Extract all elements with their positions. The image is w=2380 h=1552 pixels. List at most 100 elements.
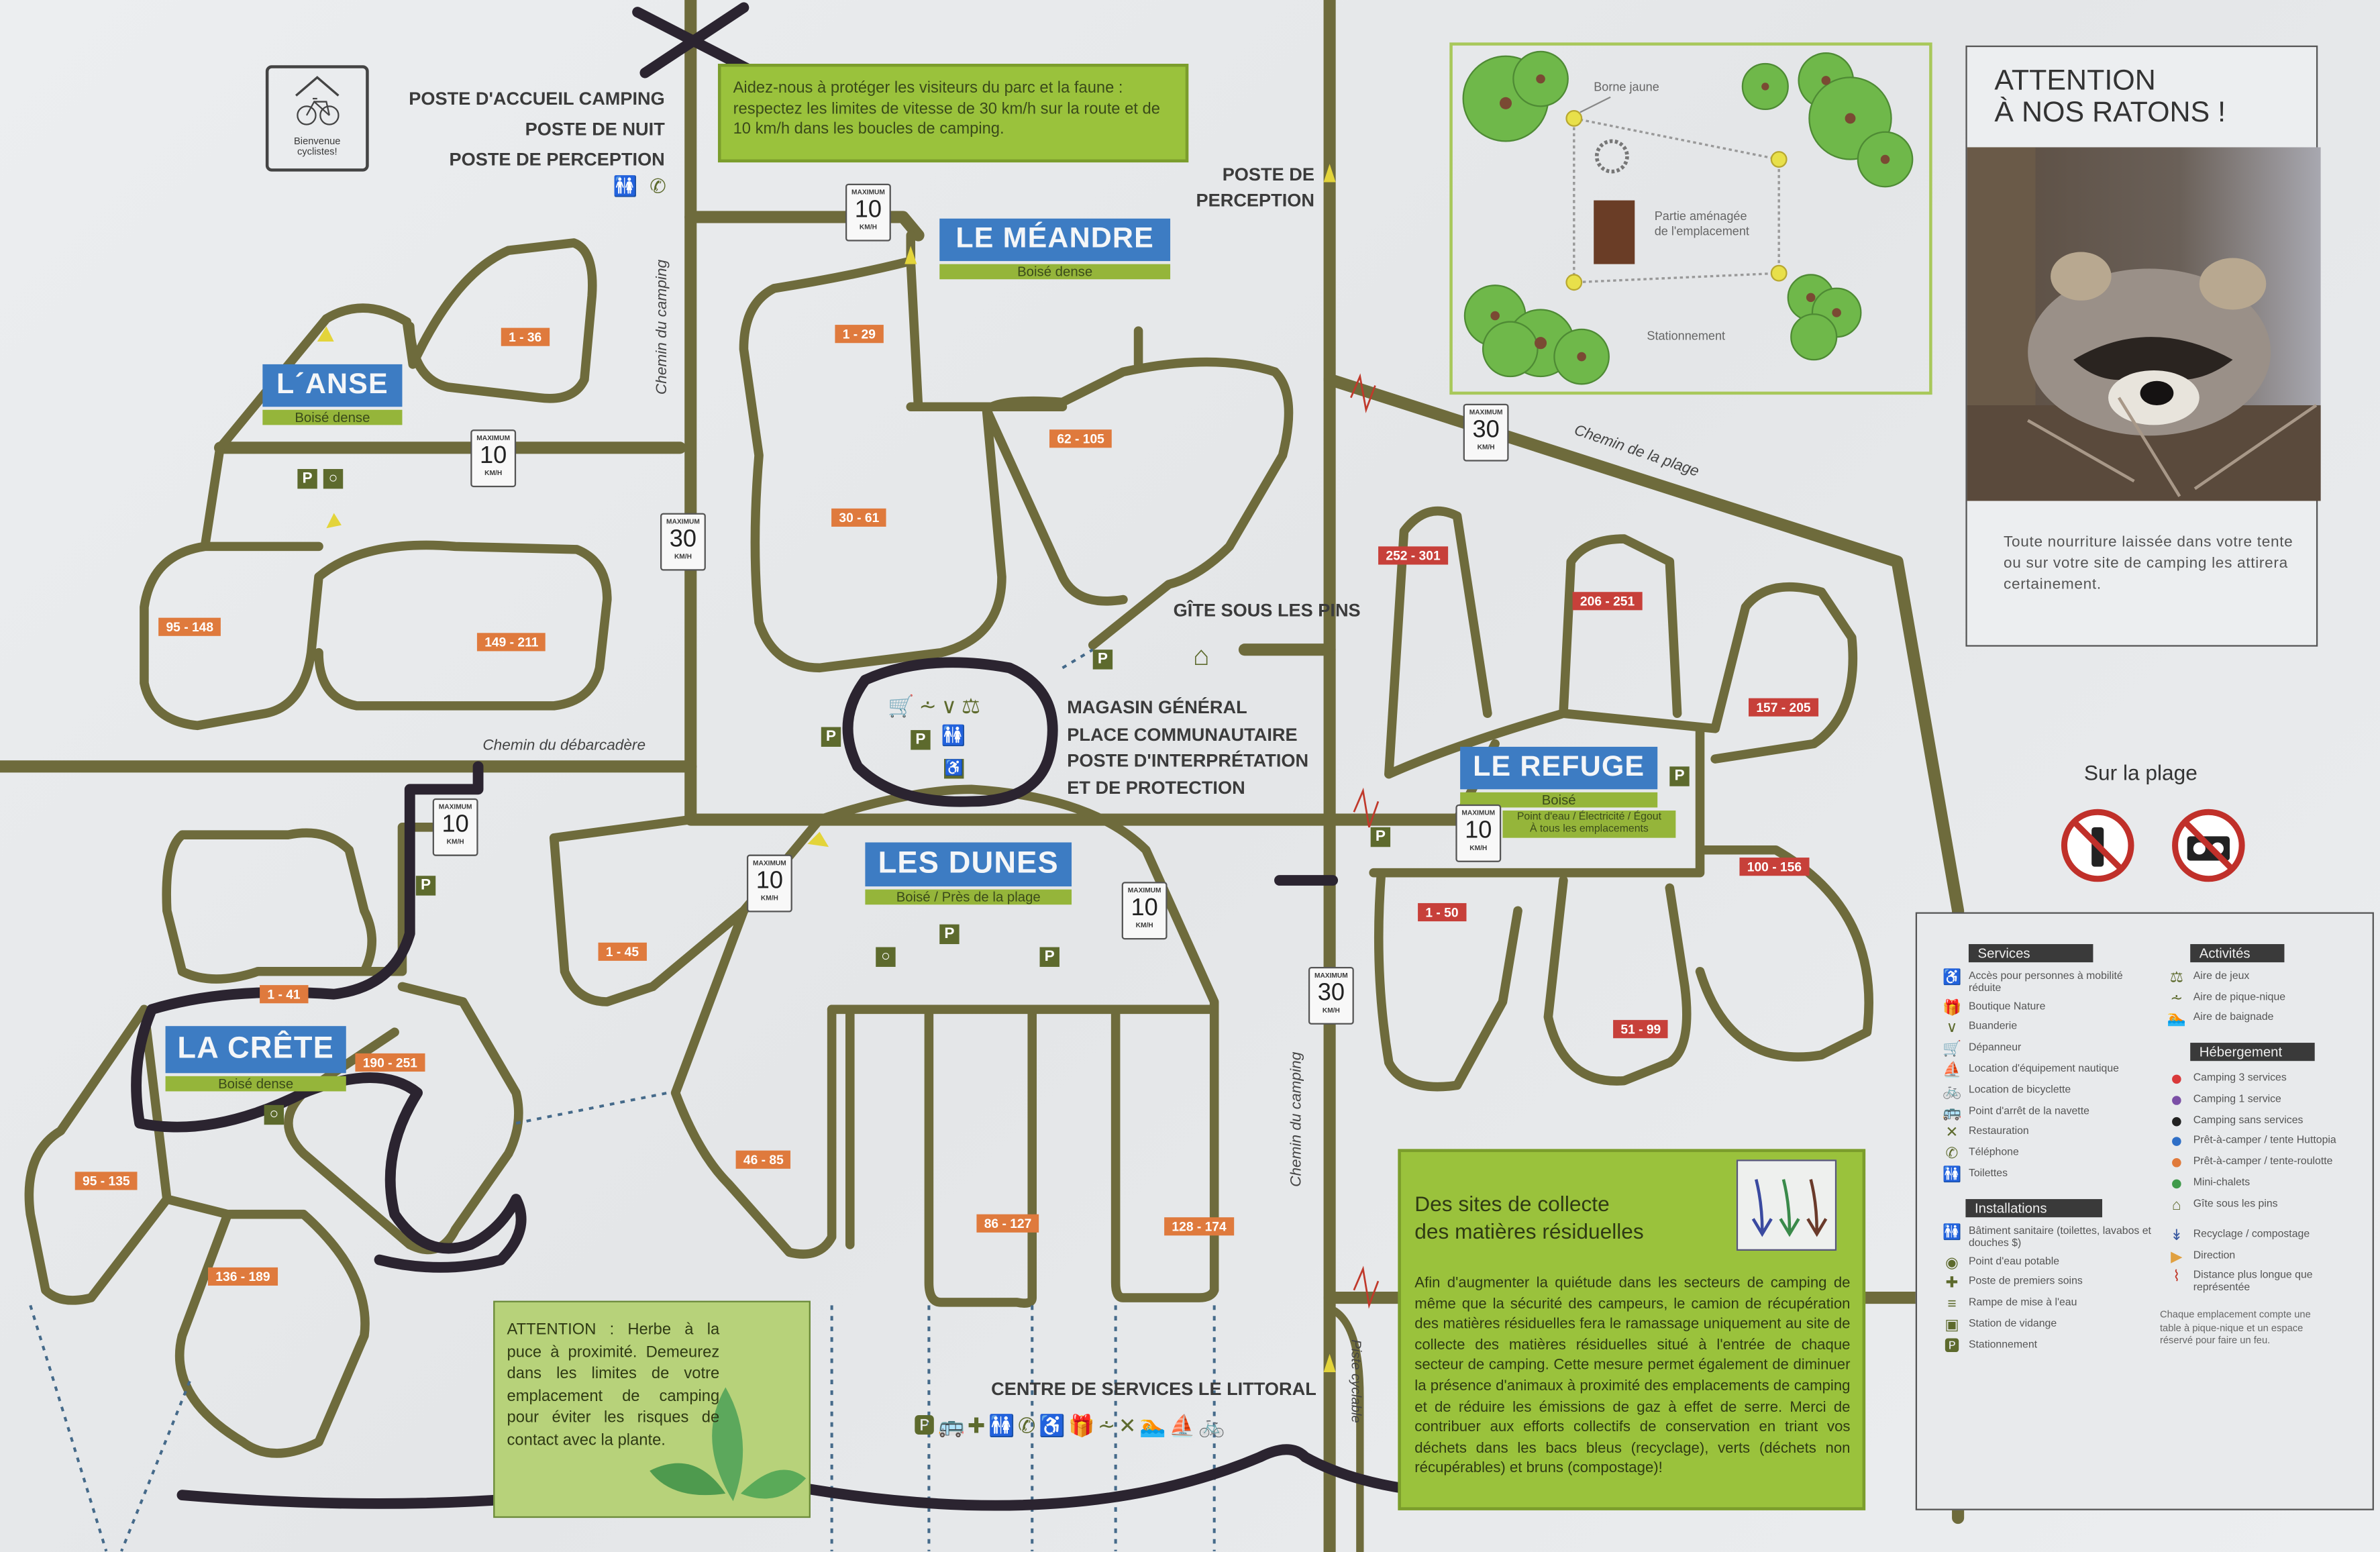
sign-value: 30 [669,525,697,552]
legend-label: Camping 3 services [2193,1073,2287,1084]
perception-line: POSTE DE [1222,164,1314,185]
bicycle-house-icon [295,76,340,125]
legend-note: Chaque emplacement compte une table à pi… [2159,1310,2311,1346]
waste-title: Des sites de collecte des matières résid… [1414,1190,1644,1244]
shuttle-icon: 🚌 [1942,1104,1962,1121]
camping-3-services-dot [2172,1074,2181,1084]
legend-item: 🎁Boutique Nature [1935,1000,2155,1017]
entrance-line: POSTE DE NUIT [525,118,665,140]
legend-item: ✆Téléphone [1935,1147,2155,1163]
sign-label: MAXIMUM [1127,886,1161,894]
sector-name: LA CRÊTE [165,1026,346,1074]
sign-value: 30 [1472,416,1500,443]
title-line: Des sites de collecte [1414,1191,1610,1216]
telephone-icon: ✆ [650,174,666,198]
sector-les-dunes: LES DUNES Boisé / Près de la plage [865,842,1072,905]
title-line: des matières résiduelles [1414,1219,1644,1243]
legend-label: Restauration [1968,1127,2029,1138]
sector-services-note: Point d'eau / Électricité / Égout À tous… [1502,810,1676,838]
site-range-badge: 95 - 148 [158,617,221,636]
cart-icon: 🛒 [1942,1041,1962,1059]
sign-label: MAXIMUM [1314,971,1348,980]
perception-label: POSTE DE PERCEPTION [1196,162,1314,214]
sector-subtitle: Boisé dense [262,409,403,425]
dump-station-icon: ○ [323,468,344,489]
fire-pit-icon [1594,139,1629,174]
parking-icon: P [415,876,436,896]
service-centre-label: CENTRE DE SERVICES LE LITTORAL [991,1378,1316,1400]
sector-name: LE MÉANDRE [939,218,1171,262]
site-range-badge: 1 - 50 [1418,902,1466,922]
sanitary-building-icon: 🚻 [613,174,638,198]
parking-icon: P [1669,766,1690,786]
road-label-piste-cyclable: Piste cyclable [1348,1339,1364,1423]
legend-label: Distance plus longue que représentée [2193,1271,2313,1294]
legend-services: Services ♿Accès pour personnes à mobilit… [1935,938,2155,1361]
legend-label: Camping 1 service [2193,1094,2281,1105]
parking-icon: P [1370,827,1391,847]
sector-subtitle: Boisé / Près de la plage [865,889,1072,905]
camping-1-service-dot [2172,1095,2181,1105]
yellow-post-label: Borne jaune [1594,80,1659,95]
road-label-chemin-du-camping-2: Chemin du camping [1288,1051,1306,1187]
poison-ivy-warning-box: ATTENTION : Herbe à la puce à proximité.… [493,1300,811,1518]
legend-label: Bâtiment sanitaire (toilettes, lavabos e… [1968,1225,2151,1249]
sign-value: 10 [480,442,507,468]
sector-name: L´ANSE [262,364,403,407]
toilets-icon: 🚻 [1942,1167,1962,1184]
no-glass-bottles-icon [2061,809,2134,882]
sanitary-building-icon: 🚻 [1942,1224,1962,1241]
legend-item: ⌂Gîte sous les pins [2160,1198,2365,1214]
raccoon-title: ATTENTION À NOS RATONS ! [1967,47,2316,129]
legend-item: ▣Station de vidange [1935,1317,2155,1335]
welcome-text: Bienvenue cyclistes! [293,136,341,158]
site-range-badge: 149 - 211 [476,633,546,652]
developed-line: de l'emplacement [1654,225,1749,240]
sign-label: MAXIMUM [1469,408,1503,416]
camping-no-services-dot [2172,1116,2181,1126]
sign-value: 30 [1317,980,1345,1006]
community-line: POSTE D'INTERPRÉTATION [1067,749,1309,772]
gite-house-icon: ⌂ [1193,640,1210,671]
dump-station-icon: ▣ [1945,1317,1959,1335]
community-services-label: MAGASIN GÉNÉRAL PLACE COMMUNAUTAIRE POST… [1067,695,1308,801]
site-range-badge: 1 - 41 [260,985,308,1004]
legend-item: ≡Rampe de mise à l'eau [1935,1296,2155,1314]
parking-icon: P [821,727,841,747]
store-picnic-playground-icons: 🛒⩪∨⚖ [888,693,986,718]
legend-label: Prêt-à-camper / tente-roulotte [2193,1157,2333,1168]
community-line: MAGASIN GÉNÉRAL [1067,696,1247,718]
sign-value: 10 [854,196,882,223]
sign-label: MAXIMUM [753,859,786,867]
legend-label: Gîte sous les pins [2193,1198,2278,1210]
parking-icon: P [1092,650,1113,670]
legend-activities: Activités ⚖Aire de jeux ⩪Aire de pique-n… [2160,938,2365,1347]
legend-label: Location de bicyclette [1968,1085,2071,1096]
site-range-badge: 86 - 127 [976,1214,1039,1233]
site-range-badge: 206 - 251 [1572,592,1643,611]
sign-unit: KM/H [859,222,877,230]
service-centre-icons: 🅿🚌✚🚻✆♿🎁⩪✕🏊⛵🚲 [913,1413,1228,1438]
community-line: PLACE COMMUNAUTAIRE [1067,723,1298,745]
legend-label: Toilettes [1968,1168,2008,1180]
legend-item: ✚Poste de premiers soins [1935,1276,2155,1292]
sign-unit: KM/H [674,552,692,560]
toilets-icon: 🚻 [941,724,966,747]
legend-heading: Activités [2190,944,2285,963]
legend-item: 🚌Point d'arrêt de la navette [1935,1104,2155,1121]
raccoon-photo [1967,147,2321,501]
legend-heading: Installations [1965,1198,2103,1217]
boat-ramp-icon: ≡ [1947,1296,1957,1314]
legend-item: ⌇Distance plus longue que représentée [2160,1270,2365,1295]
legend-label: Direction [2193,1249,2236,1261]
sector-subtitle: Boisé dense [939,264,1171,280]
site-range-badge: 1 - 36 [501,327,550,346]
legend-heading: Hébergement [2190,1043,2315,1062]
legend-item: ↡Recyclage / compostage [2160,1229,2365,1245]
legend-label: Location d'équipement nautique [1968,1064,2119,1075]
